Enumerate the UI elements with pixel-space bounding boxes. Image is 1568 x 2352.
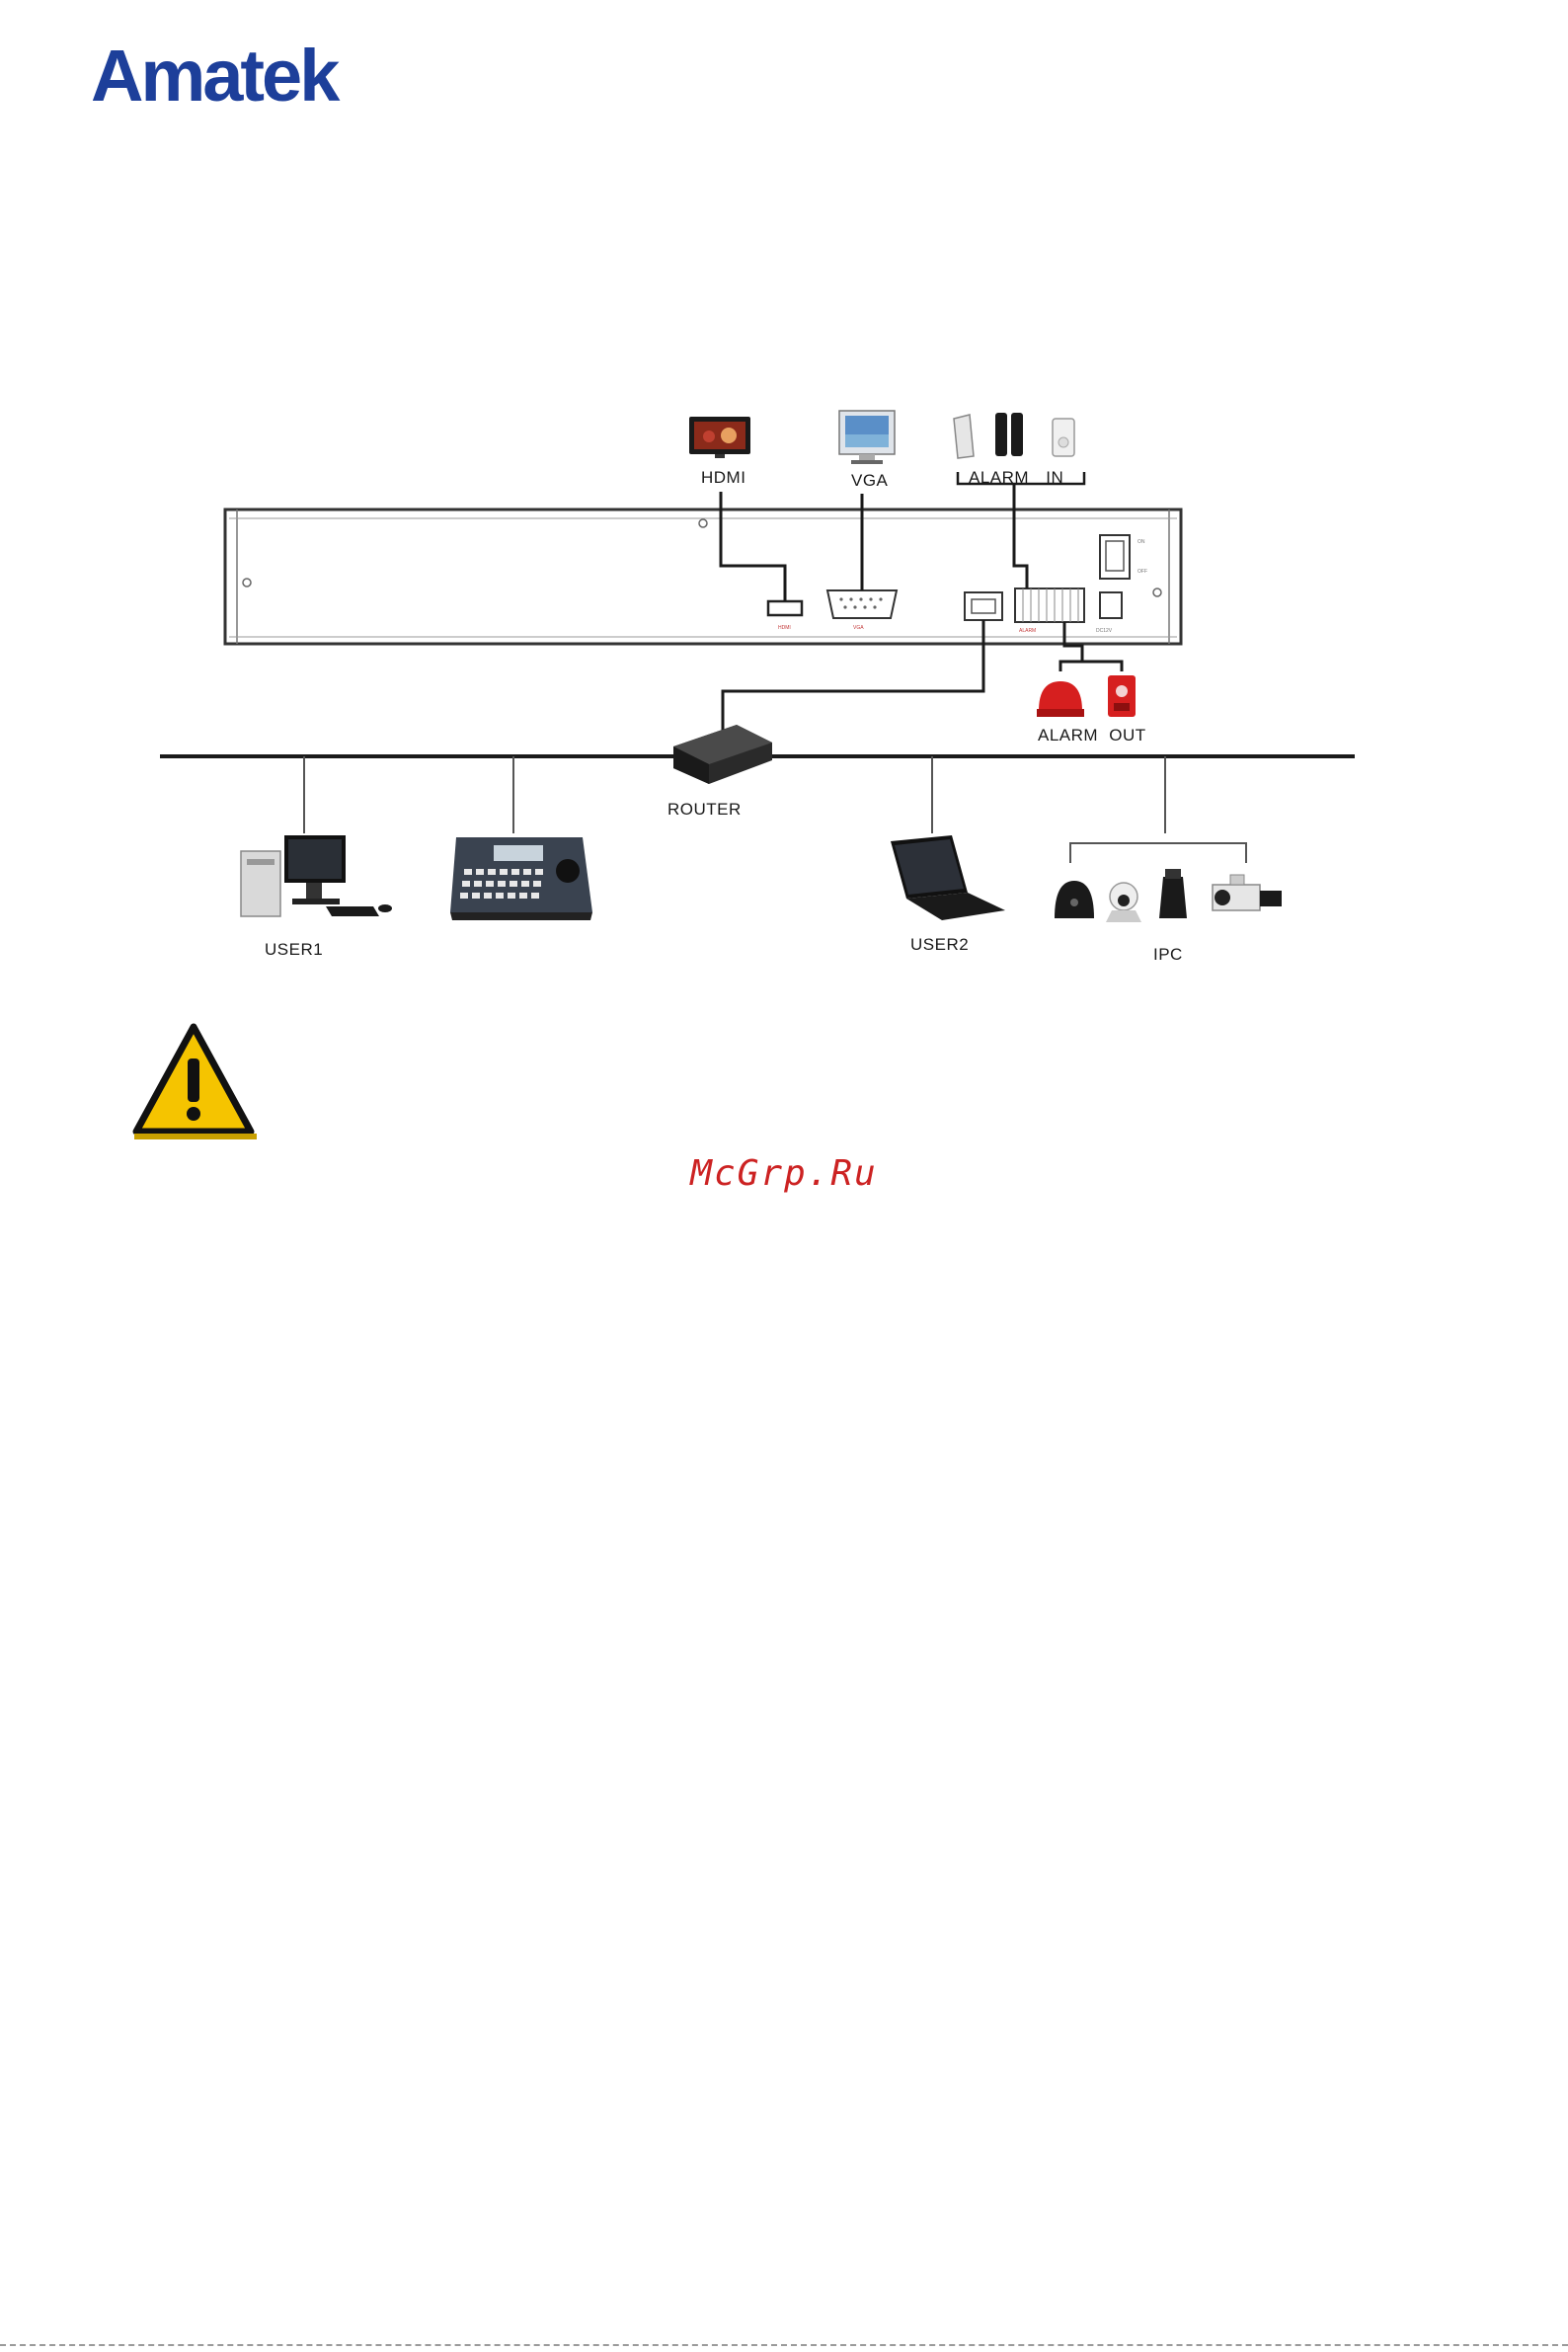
ipc-label: IPC xyxy=(1153,945,1183,964)
svg-text:ALARM: ALARM xyxy=(1019,628,1036,634)
nvr-chassis: HDMI VGA ALARM DC12V ON OFF xyxy=(225,510,1181,644)
alarm-in-label: ALARM IN xyxy=(969,468,1063,487)
user1-pc xyxy=(241,835,392,916)
router xyxy=(673,725,772,784)
ptz-keyboard xyxy=(450,837,592,920)
svg-text:VGA: VGA xyxy=(853,625,864,631)
warning-icon xyxy=(134,1027,257,1139)
user2-laptop xyxy=(891,835,1005,920)
router-label: ROUTER xyxy=(667,800,742,819)
user1-label: USER1 xyxy=(265,940,323,959)
hdmi-monitor xyxy=(689,417,750,458)
vga-label: VGA xyxy=(851,471,889,490)
svg-text:ON: ON xyxy=(1137,539,1145,545)
lan-port xyxy=(965,592,1002,620)
alarm-terminal xyxy=(1015,588,1084,622)
vga-port xyxy=(827,590,897,618)
user2-label: USER2 xyxy=(910,935,969,954)
alarm-out-devices xyxy=(1037,675,1136,717)
alarm-in-sensors xyxy=(954,413,1074,458)
hdmi-label: HDMI xyxy=(701,468,745,487)
svg-text:HDMI: HDMI xyxy=(778,625,791,631)
alarm-out-label: ALARM OUT xyxy=(1038,726,1146,745)
watermark-text: McGrp.Ru xyxy=(0,1153,1568,1194)
hdmi-port xyxy=(768,601,802,615)
svg-text:OFF: OFF xyxy=(1137,569,1147,575)
ipc-cameras xyxy=(1055,869,1282,922)
svg-text:DC12V: DC12V xyxy=(1096,628,1113,634)
connection-diagram: HDMI VGA ALARM DC12V ON OFF HDMI xyxy=(0,0,1568,1234)
footer-divider xyxy=(0,2344,1568,2346)
vga-monitor xyxy=(839,411,895,464)
power-port xyxy=(1100,592,1122,618)
